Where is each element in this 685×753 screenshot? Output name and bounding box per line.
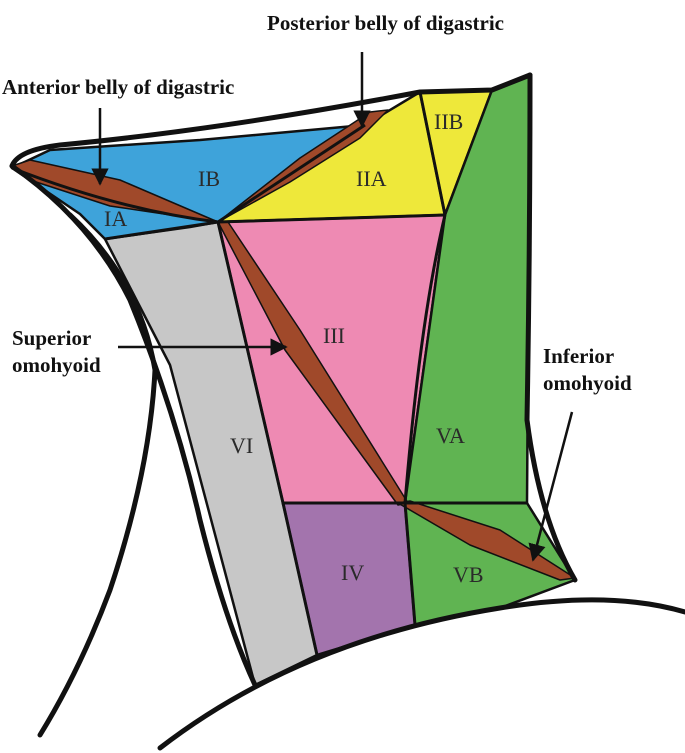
posterior-neck-outline [524,72,578,583]
callout-superior-omohyoid-2: omohyoid [12,353,101,377]
callout-inferior-omohyoid-1: Inferior [543,344,614,368]
callout-inferior-omohyoid-2: omohyoid [543,371,632,395]
shoulder-outline [157,597,685,751]
label-level-ib: IB [198,166,220,191]
jaw-outline [9,72,533,169]
arrow-inferior-omohyoid [528,411,574,562]
boundary-level-vi [281,502,319,656]
label-level-iv: IV [341,560,364,585]
inner-neck-outline [37,212,158,738]
label-level-va: VA [436,423,465,448]
boundary-level-i [11,166,219,241]
label-level-iii: III [323,323,345,348]
callout-superior-omohyoid-1: Superior [12,326,91,350]
boundary-level-ii [217,91,447,224]
label-level-iib: IIB [434,109,463,134]
label-level-iia: IIA [356,166,387,191]
label-level-ia: IA [104,206,127,231]
boundary-level-v [403,214,447,504]
label-level-vi: VI [230,433,253,458]
callout-anterior-digastric: Anterior belly of digastric [2,75,234,99]
callout-posterior-digastric: Posterior belly of digastric [267,11,504,35]
label-level-vb: VB [453,562,484,587]
